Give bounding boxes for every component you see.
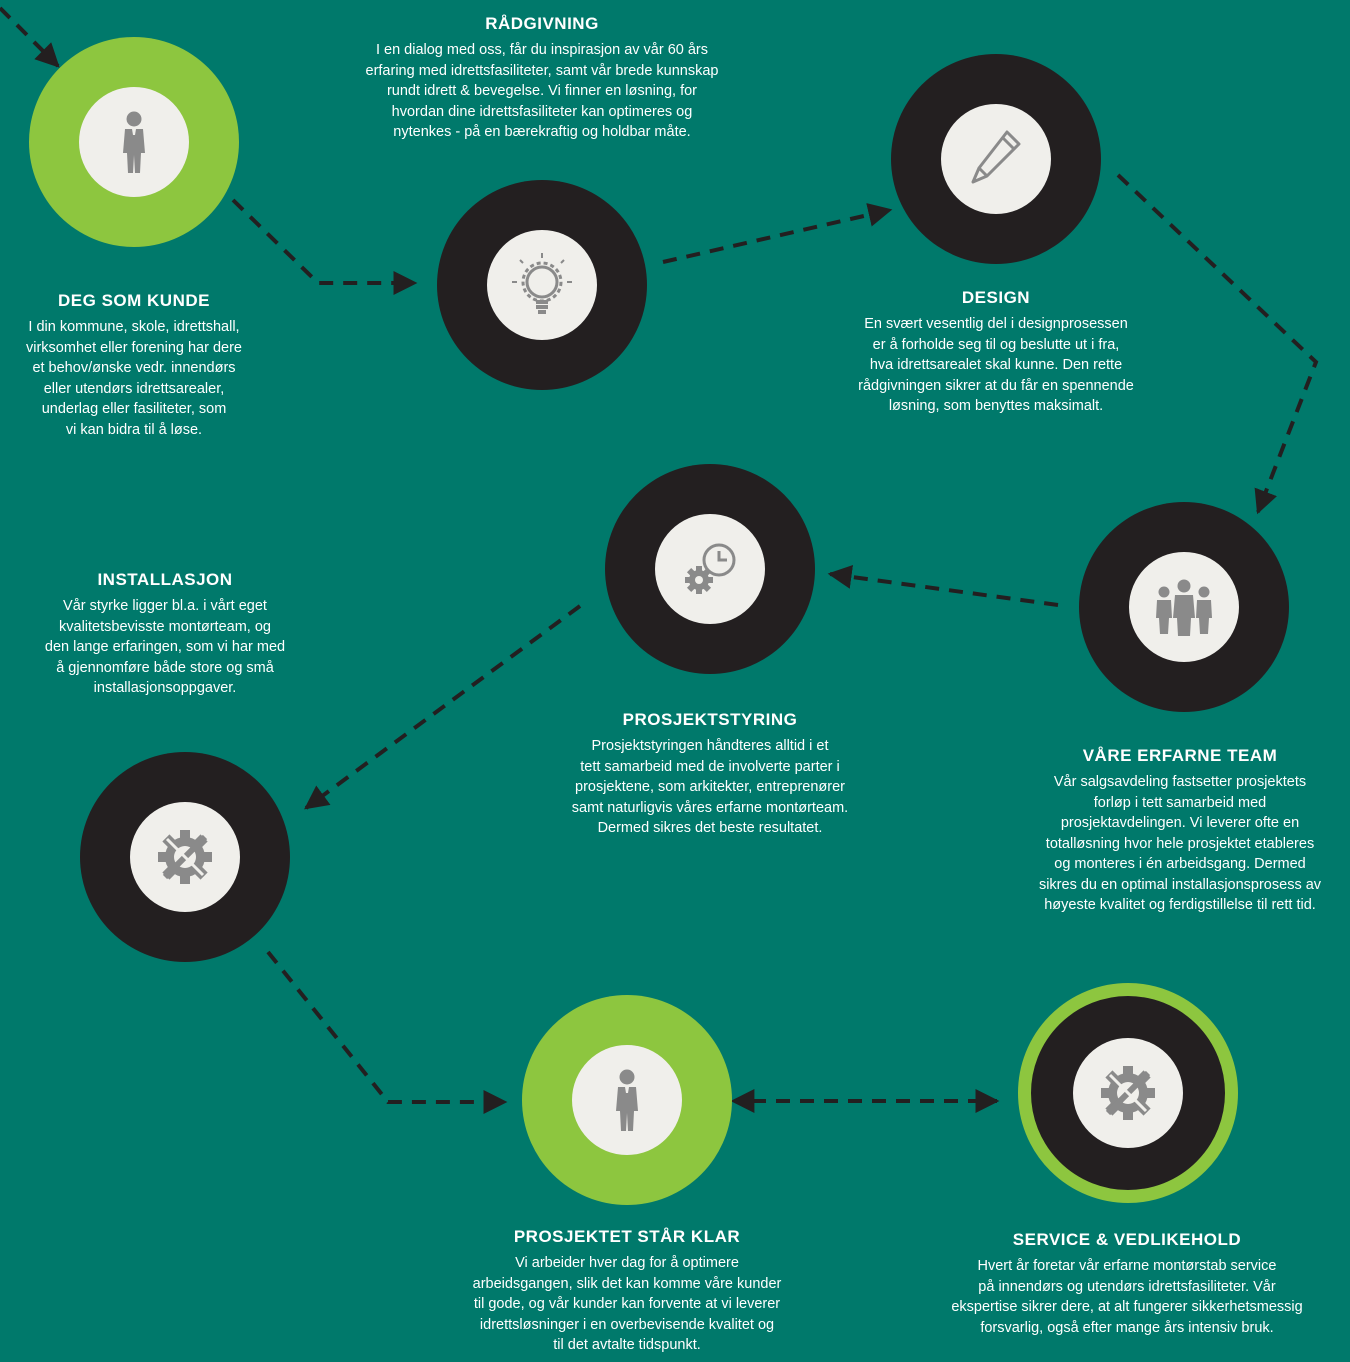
node-icon-disc xyxy=(941,104,1051,214)
node-icon-disc xyxy=(572,1045,682,1155)
section-text: Prosjektstyringen håndteres alltid i et … xyxy=(571,738,849,836)
team-icon xyxy=(1156,579,1212,636)
person-icon xyxy=(616,1069,638,1131)
arrow-installasjon-to-klar xyxy=(266,950,508,1114)
tools-gear-icon xyxy=(158,830,212,884)
section-title: INSTALLASJON xyxy=(97,570,233,589)
section-deg-som-kunde: DEG SOM KUNDE I din kommune, skole, idre… xyxy=(0,291,268,440)
section-title: DESIGN xyxy=(961,288,1031,307)
section-title: SERVICE & VEDLIKEHOLD xyxy=(1012,1230,1242,1249)
person-icon xyxy=(123,111,145,173)
section-title: RÅDGIVNING xyxy=(485,14,599,33)
section-installasjon: INSTALLASJON Vår styrke ligger bl.a. i v… xyxy=(20,570,310,699)
section-text: En svært vesentlig del i designprosessen… xyxy=(858,316,1134,414)
section-text: Vår salgsavdeling fastsetter prosjektets… xyxy=(1038,774,1322,913)
section-text: Hvert år foretar vår erfarne montørstab … xyxy=(951,1258,1303,1336)
section-text: Vår styrke ligger bl.a. i vårt eget kval… xyxy=(44,598,286,696)
section-vare-erfarne-team: VÅRE ERFARNE TEAM Vår salgsavdeling fast… xyxy=(1010,746,1350,916)
arrow-radgivning-to-design xyxy=(662,203,893,264)
node-icon-disc xyxy=(1073,1038,1183,1148)
arrow-kunde-to-radgivning xyxy=(231,198,418,295)
arrow-entry xyxy=(0,6,60,68)
gear-clock-icon xyxy=(685,543,736,594)
section-title: DEG SOM KUNDE xyxy=(58,291,210,310)
node-icon-disc xyxy=(130,802,240,912)
node-design xyxy=(891,54,1101,264)
section-text: I din kommune, skole, idrettshall, virks… xyxy=(26,319,242,438)
section-text: I en dialog med oss, får du inspirasjon … xyxy=(365,42,719,140)
node-prosjektstyring xyxy=(605,464,815,674)
node-icon-disc xyxy=(655,514,765,624)
section-service-vedlikehold: SERVICE & VEDLIKEHOLD Hvert år foretar v… xyxy=(912,1230,1342,1338)
node-icon-disc xyxy=(1129,552,1239,662)
arrow-design-to-team xyxy=(1116,173,1319,515)
section-prosjektstyring: PROSJEKTSTYRING Prosjektstyringen håndte… xyxy=(530,710,890,839)
section-text: Vi arbeider hver dag for å optimere arbe… xyxy=(472,1255,782,1353)
node-radgivning xyxy=(437,180,647,390)
lightbulb-icon xyxy=(512,253,572,314)
node-installasjon xyxy=(80,752,290,962)
section-title: PROSJEKTSTYRING xyxy=(622,710,798,729)
arrow-prosjektstyring-to-installasjon xyxy=(304,604,582,810)
section-title: VÅRE ERFARNE TEAM xyxy=(1082,746,1278,765)
section-prosjektet-star-klar: PROSJEKTET STÅR KLAR Vi arbeider hver da… xyxy=(432,1227,822,1356)
node-vare-erfarne-team xyxy=(1079,502,1289,712)
section-radgivning: RÅDGIVNING I en dialog med oss, får du i… xyxy=(322,14,762,143)
node-service-vedlikehold xyxy=(1018,983,1238,1203)
pencil-icon xyxy=(971,130,1021,184)
node-icon-disc xyxy=(79,87,189,197)
node-prosjektet-star-klar xyxy=(522,995,732,1205)
node-icon-disc xyxy=(487,230,597,340)
arrow-team-to-prosjektstyring xyxy=(827,565,1059,607)
node-deg-som-kunde xyxy=(29,37,239,247)
tools-gear-icon xyxy=(1101,1066,1155,1120)
section-design: DESIGN En svært vesentlig del i designpr… xyxy=(826,288,1166,417)
section-title: PROSJEKTET STÅR KLAR xyxy=(513,1227,741,1246)
